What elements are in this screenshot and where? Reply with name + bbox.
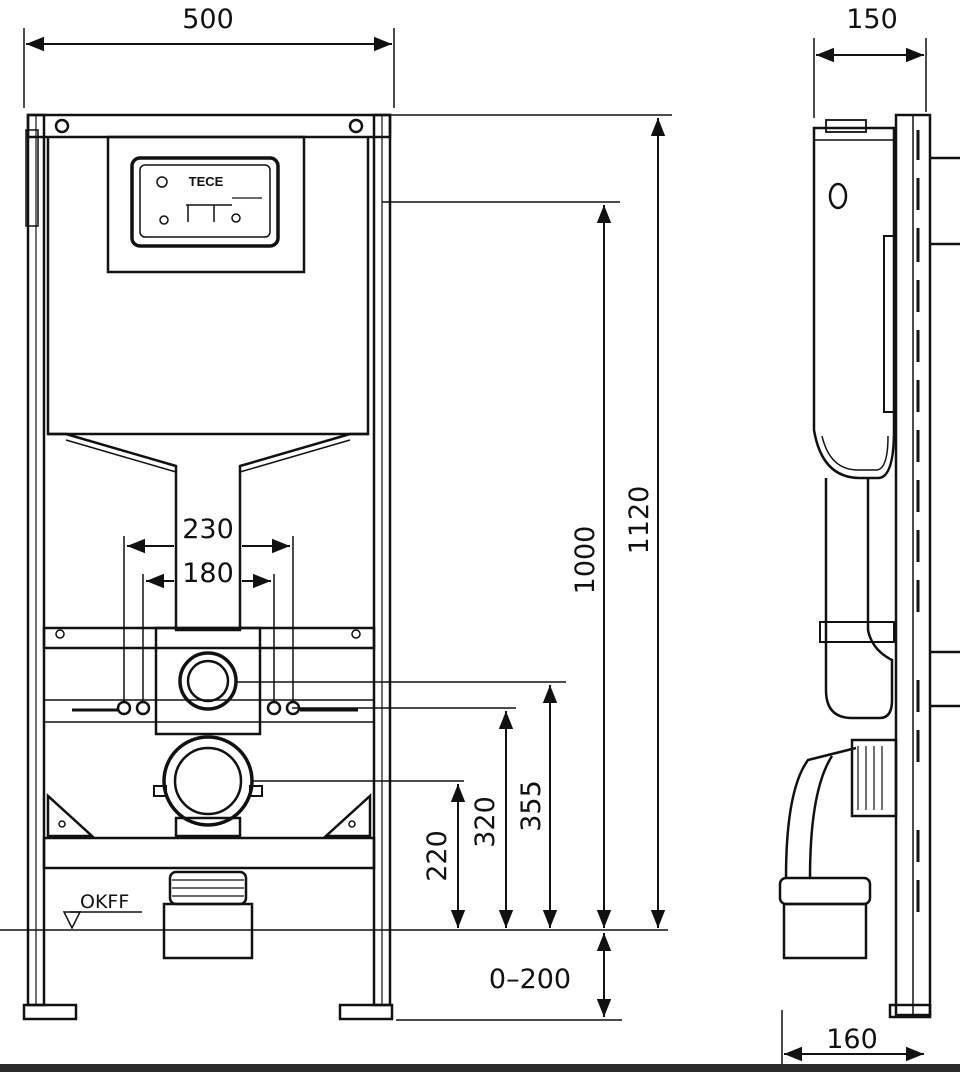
height-total-label: 1120 — [624, 486, 655, 555]
width-label: 500 — [182, 4, 234, 35]
side-dimensions — [781, 38, 927, 1066]
inlet-spacing-outer-label: 230 — [182, 514, 234, 545]
height-cistern-label: 1000 — [570, 526, 601, 595]
inlet-spacing-inner-label: 180 — [182, 558, 234, 589]
front-view — [22, 113, 394, 1021]
side-depth-top-label: 150 — [846, 4, 898, 35]
side-depth-bottom-label: 160 — [826, 1024, 878, 1055]
height-outlet-top-label: 320 — [470, 796, 501, 848]
dimension-labels: 500 150 160 1120 1000 355 320 220 0–200 … — [80, 4, 898, 1055]
height-outlet-label: 220 — [422, 830, 453, 882]
floor-level-label: OKFF — [80, 891, 129, 913]
foot-adjust-label: 0–200 — [489, 964, 571, 995]
side-view — [778, 113, 960, 1019]
plate-brand-label: TECE — [189, 174, 224, 189]
front-dimensions — [0, 28, 672, 1021]
bottom-bar — [0, 1064, 960, 1072]
height-supply-label: 355 — [516, 780, 547, 832]
